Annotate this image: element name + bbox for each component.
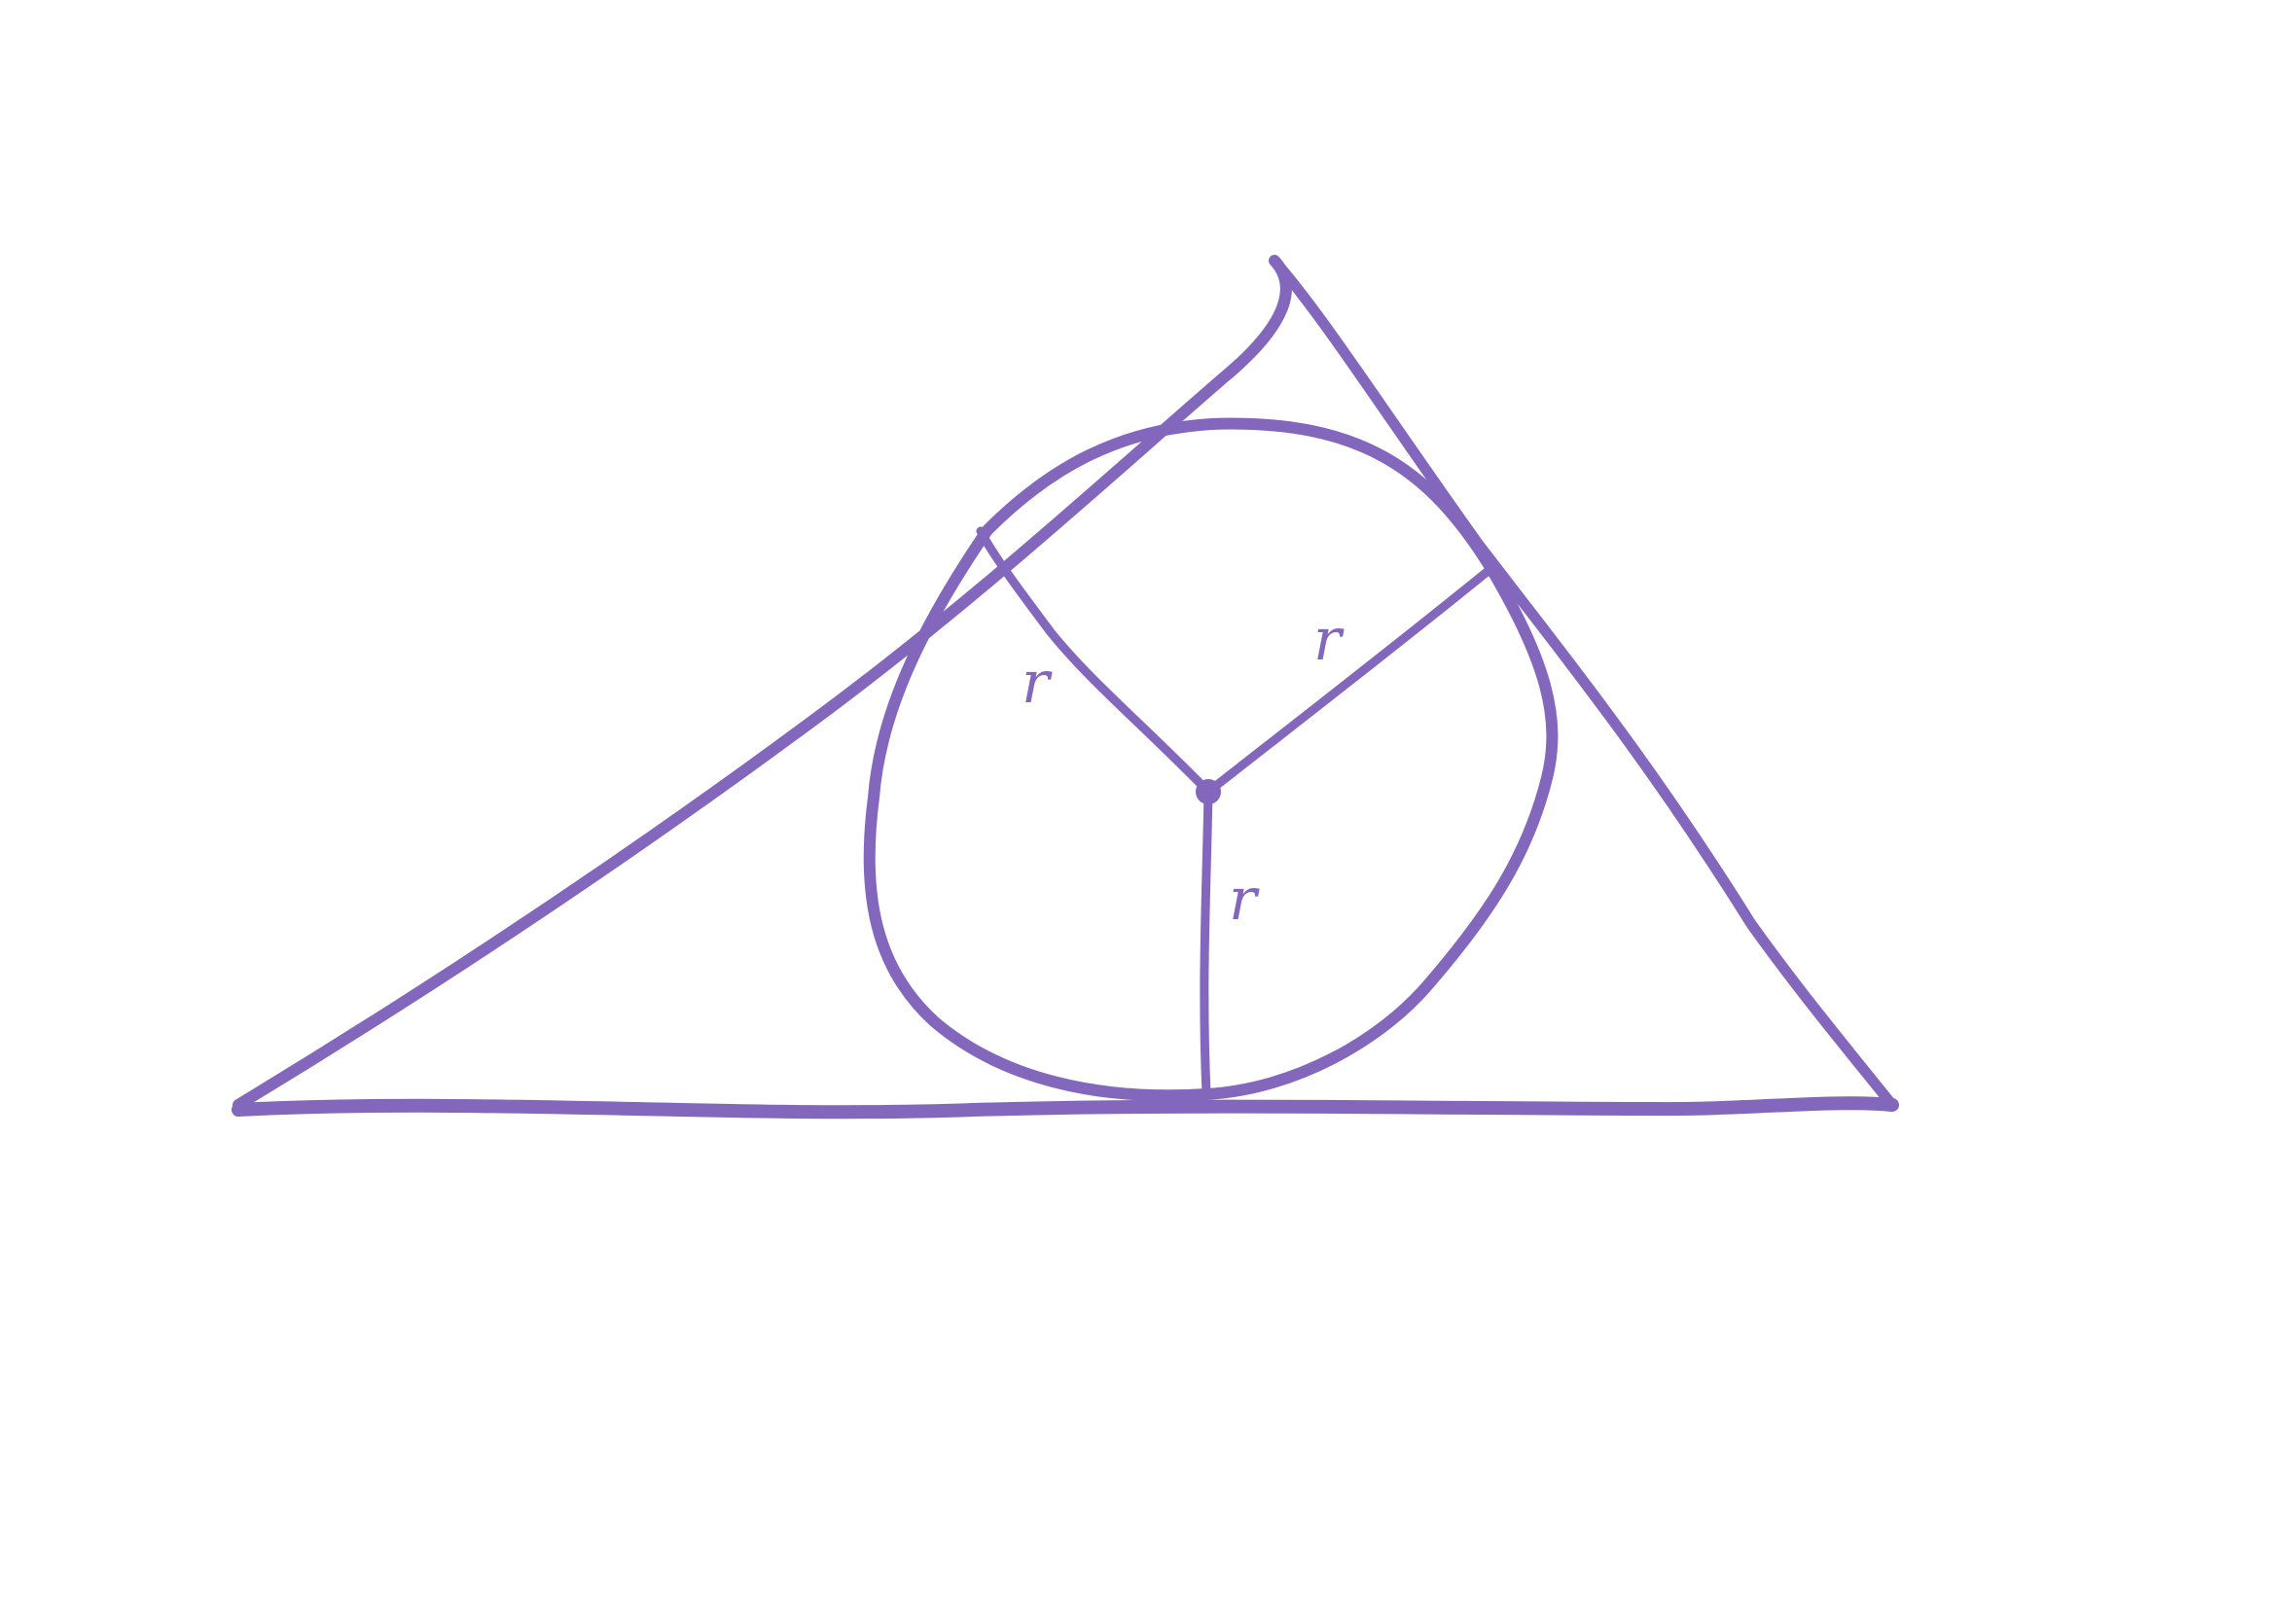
radius-line-left	[976, 526, 1213, 797]
triangle-left-side	[233, 255, 1292, 1111]
inscribed-circle	[863, 417, 1559, 1102]
radius-label-right: r	[1313, 606, 1345, 674]
triangle-base	[232, 1096, 1899, 1120]
radius-label-bottom: r	[1229, 866, 1260, 934]
triangle-right-side	[1269, 255, 1898, 1111]
radius-line-right	[1203, 564, 1495, 797]
radius-line-bottom	[1200, 787, 1213, 1099]
radius-label-left: r	[1022, 649, 1053, 717]
